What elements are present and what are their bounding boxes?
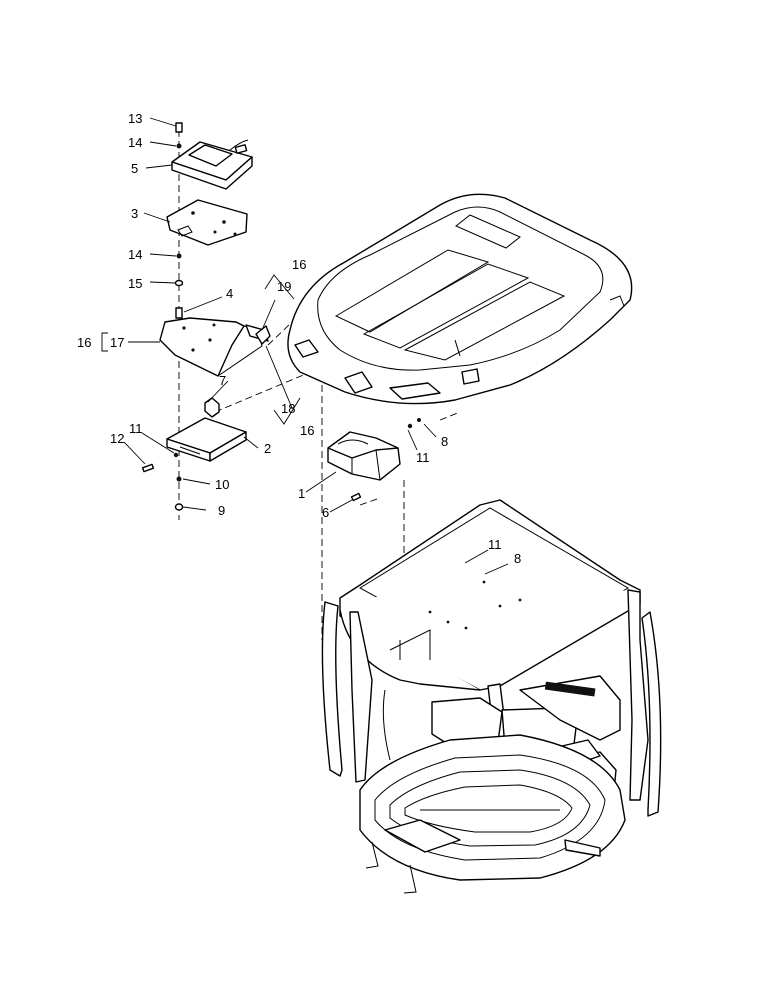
washer-11-left (173, 452, 179, 458)
hardware-column (141, 122, 485, 574)
bolt-13 (175, 122, 183, 133)
screw-6 (350, 492, 362, 502)
roof-panel (287, 193, 633, 405)
part-2-support (166, 417, 247, 462)
nut-9 (174, 503, 184, 511)
bolt-4 (175, 307, 183, 319)
callout-16: 16 (77, 335, 91, 350)
callout-9: 9 (218, 503, 225, 518)
callout-11: 11 (129, 421, 143, 436)
callout-16: 16 (300, 423, 314, 438)
callout-11: 11 (416, 450, 430, 465)
part-3-plate (166, 199, 248, 246)
part-17-bracket (159, 317, 269, 377)
washer-14-upper (176, 143, 182, 149)
callout-19: 19 (277, 279, 291, 294)
callout-12: 12 (110, 431, 124, 446)
callout-14: 14 (128, 247, 142, 262)
callout-14: 14 (128, 135, 142, 150)
callout-16: 16 (292, 257, 306, 272)
callout-8: 8 (514, 551, 521, 566)
callout-labels: 13 14 5 3 14 15 4 16 17 16 19 7 18 16 11… (77, 111, 521, 566)
nut-8-upper (417, 418, 421, 422)
leader-lines (101, 117, 509, 575)
cab-frame (321, 499, 662, 894)
callout-6: 6 (322, 505, 329, 520)
washer-10 (176, 476, 182, 482)
callout-13: 13 (128, 111, 142, 126)
callout-11: 11 (488, 537, 502, 552)
part-5-module (171, 139, 253, 190)
part-1-cover (327, 431, 401, 481)
callout-8: 8 (441, 434, 448, 449)
part-19-clip (255, 299, 276, 345)
callout-17: 17 (110, 335, 124, 350)
callout-7: 7 (219, 373, 226, 388)
nut-15 (174, 279, 184, 287)
callout-5: 5 (131, 161, 138, 176)
callout-1: 1 (298, 486, 305, 501)
washer-14-lower (176, 253, 182, 259)
callout-15: 15 (128, 276, 142, 291)
callout-2: 2 (264, 441, 271, 456)
callout-3: 3 (131, 206, 138, 221)
callout-18: 18 (281, 401, 295, 416)
part-7-spacer (204, 397, 220, 418)
bolt-12 (141, 463, 155, 473)
callout-4: 4 (226, 286, 233, 301)
callout-10: 10 (215, 477, 229, 492)
washer-11-upper (407, 423, 413, 429)
